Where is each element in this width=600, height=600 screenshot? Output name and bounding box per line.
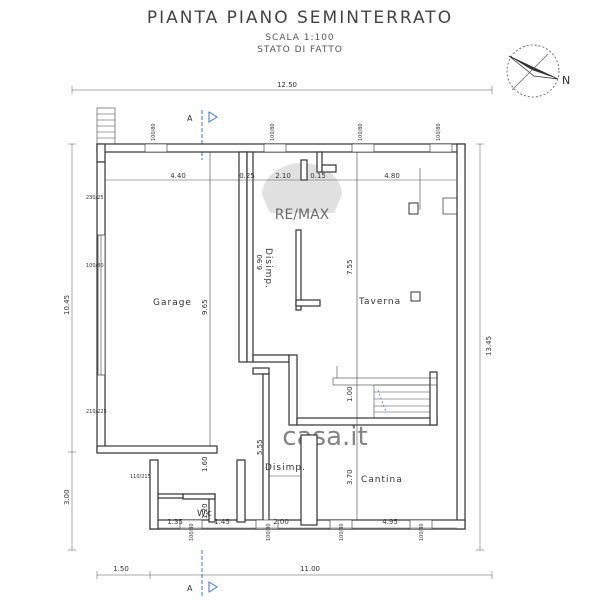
svg-text:210/225: 210/225 xyxy=(86,409,107,415)
section-mark-top: A xyxy=(187,110,218,160)
dim-bottom: 1.50 11.00 xyxy=(96,565,493,579)
interior-lines xyxy=(105,152,421,520)
dim-bottom-row: 1.35 1.20 1.45 2.00 4.95 xyxy=(158,503,457,529)
windows-top xyxy=(144,143,453,153)
svg-text:100/80: 100/80 xyxy=(86,263,104,269)
dim-top-row: 4.40 0.25 2.10 0.15 4.80 xyxy=(105,172,457,181)
room-taverna: Taverna xyxy=(358,297,401,307)
svg-text:1.00: 1.00 xyxy=(346,386,354,402)
section-arrow-icon xyxy=(208,581,218,593)
opening-labels-top: 100/80 100/80 100/80 100/80 xyxy=(151,123,442,141)
svg-text:230/25: 230/25 xyxy=(86,195,104,201)
svg-text:1.45: 1.45 xyxy=(214,518,230,526)
room-cantina: Cantina xyxy=(361,475,403,485)
svg-text:4.80: 4.80 xyxy=(384,172,400,180)
svg-text:A: A xyxy=(187,114,193,123)
svg-text:4.40: 4.40 xyxy=(170,172,186,180)
svg-text:A: A xyxy=(187,584,193,593)
room-labels: Garage Taverna Cantina Disimp. Wc Disimp… xyxy=(153,248,403,519)
svg-text:100/80: 100/80 xyxy=(436,123,442,141)
inner-walls xyxy=(157,151,438,526)
remax-balloon-icon xyxy=(262,163,342,213)
disimp-closet xyxy=(295,159,321,311)
svg-text:100/80: 100/80 xyxy=(339,523,345,541)
svg-text:5.55: 5.55 xyxy=(256,439,264,455)
dim-left: 10.45 3.00 xyxy=(63,143,76,551)
svg-text:0.15: 0.15 xyxy=(310,172,326,180)
svg-text:1.20: 1.20 xyxy=(201,503,209,519)
svg-text:1.35: 1.35 xyxy=(167,518,183,526)
compass-cross-line xyxy=(511,53,549,91)
windows-bottom xyxy=(179,519,433,530)
svg-text:9.65: 9.65 xyxy=(201,299,209,315)
svg-text:4.95: 4.95 xyxy=(382,518,398,526)
dim-interior-vertical: 9.65 6.90 7.55 1.00 5.55 3.70 1.60 xyxy=(201,254,354,485)
dim-total-width: 12.50 xyxy=(71,81,493,94)
column-icon xyxy=(410,291,421,302)
svg-text:0.25: 0.25 xyxy=(239,172,255,180)
compass-ring xyxy=(506,44,560,98)
svg-text:7.55: 7.55 xyxy=(346,259,354,275)
remax-text: RE/MAX xyxy=(275,207,330,223)
fixtures xyxy=(408,197,458,302)
svg-text:2.10: 2.10 xyxy=(275,172,291,180)
opening-labels-left: 230/25 100/80 210/225 110/215 xyxy=(86,195,151,480)
svg-text:10.45: 10.45 xyxy=(63,295,71,315)
svg-text:100/80: 100/80 xyxy=(189,523,195,541)
remax-watermark: RE/MAX xyxy=(262,163,342,223)
fireplace-icon xyxy=(408,202,419,215)
section-mark-bottom: A xyxy=(187,550,218,598)
compass-north-label: N xyxy=(562,74,570,87)
room-wc: Wc xyxy=(197,509,213,519)
interior-stair xyxy=(332,366,438,418)
section-arrow-icon xyxy=(208,111,218,123)
casa-watermark: casa.it xyxy=(282,422,367,452)
room-disimp-lower: Disimp. xyxy=(265,463,306,473)
svg-text:12.50: 12.50 xyxy=(277,81,297,89)
dim-right: 13.45 xyxy=(476,143,493,551)
room-garage: Garage xyxy=(153,298,192,308)
svg-text:100/80: 100/80 xyxy=(270,123,276,141)
garage-door xyxy=(97,234,106,376)
svg-text:1.50: 1.50 xyxy=(113,565,129,573)
svg-text:1.60: 1.60 xyxy=(201,456,209,472)
svg-text:100/80: 100/80 xyxy=(151,123,157,141)
opening-labels-bottom: 100/80 100/80 100/80 100/80 xyxy=(189,523,425,541)
compass: N xyxy=(506,44,570,98)
plan-state: STATO DI FATTO xyxy=(257,45,343,55)
compass-arrow-outline-icon xyxy=(508,55,559,80)
plan-title: PIANTA PIANO SEMINTERRATO xyxy=(146,8,454,28)
entrance-stair xyxy=(96,107,116,145)
svg-text:100/80: 100/80 xyxy=(358,123,364,141)
svg-text:13.45: 13.45 xyxy=(485,336,493,356)
room-disimp-upper: Disimp. xyxy=(263,248,273,289)
svg-text:110/215: 110/215 xyxy=(130,474,151,480)
svg-text:2.00: 2.00 xyxy=(273,518,289,526)
svg-text:100/80: 100/80 xyxy=(266,523,272,541)
svg-text:3.00: 3.00 xyxy=(63,489,71,505)
utility-box-icon xyxy=(442,197,458,215)
svg-text:6.90: 6.90 xyxy=(256,254,264,270)
svg-text:11.00: 11.00 xyxy=(300,565,320,573)
svg-text:3.70: 3.70 xyxy=(346,469,354,485)
svg-text:100/80: 100/80 xyxy=(419,523,425,541)
plan-scale: SCALA 1:100 xyxy=(265,33,335,43)
